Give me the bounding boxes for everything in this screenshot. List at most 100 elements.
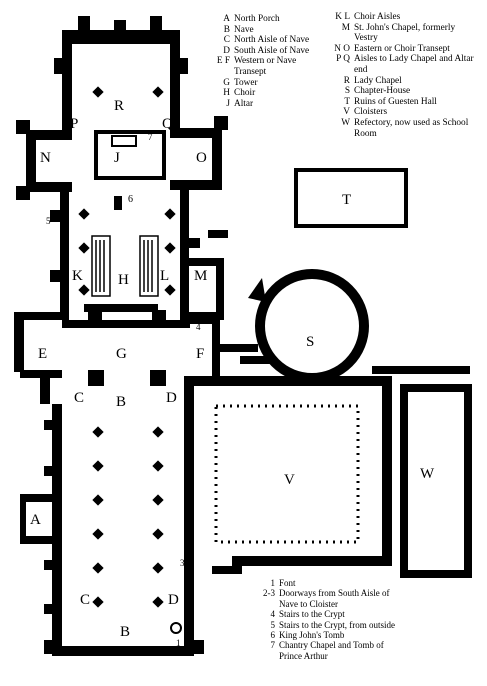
legend-key (316, 129, 354, 140)
legend-entry: P Q Aisles to Lady Chapel and Altar (316, 54, 486, 65)
legend-key: M (341, 22, 350, 33)
legend-text: South Aisle of Nave (234, 45, 310, 56)
wall-transept-s (170, 180, 222, 190)
legend-text: Altar (234, 98, 254, 109)
wall-cloister-north (192, 376, 392, 386)
plan-label-B: B (116, 394, 126, 410)
legend-text: Prince Arthur (279, 650, 328, 661)
plan-label-J: J (114, 150, 120, 166)
nave-pier (92, 562, 104, 574)
nave-pier (152, 494, 164, 506)
wall-lady-chapel-west-side (62, 40, 72, 130)
plan-label-R: R (114, 98, 124, 114)
choir-pier (152, 86, 164, 98)
wall-buttress (44, 604, 54, 614)
wall-transept-n (26, 130, 36, 190)
choir-pier (164, 284, 176, 296)
altar (111, 135, 137, 147)
nave-pier (92, 426, 104, 438)
wall-refectory (400, 384, 472, 392)
legend-text: Aisles to Lady Chapel and Altar (354, 54, 474, 65)
wall-nave-transept (184, 316, 218, 324)
wall-buttress (44, 560, 54, 570)
legend-text: Vestry (354, 33, 378, 44)
wall-buttress (44, 420, 54, 430)
wall-buttress (44, 640, 56, 654)
legend-entry: Transept (198, 67, 324, 78)
legend-entry: Vestry (316, 33, 486, 44)
wall-transept-s (170, 128, 220, 138)
wall-buttress (50, 270, 62, 282)
font-marker (170, 622, 182, 634)
wall-refectory (400, 384, 408, 578)
legend-key: G (223, 77, 230, 88)
plan-label-L: L (160, 268, 169, 284)
wall-buttress (214, 116, 228, 130)
plan-label-Q: Q (162, 116, 173, 132)
legend-entry: G Tower (198, 78, 324, 89)
choir-pier (164, 242, 176, 254)
plan-label-P: P (70, 116, 78, 132)
wall-cloister-east (382, 376, 392, 566)
wall-buttress (186, 238, 200, 248)
wall-slype (218, 344, 258, 352)
guesten-hall (294, 168, 408, 228)
wall-st-johns-chapel (188, 258, 224, 266)
wall-nave-transept (212, 316, 220, 376)
choir-pier (92, 86, 104, 98)
wall-north-porch (20, 536, 52, 544)
wall-buttress (178, 58, 188, 74)
plan-label-F: F (196, 346, 204, 362)
legend-key: 6 (270, 630, 276, 641)
wall-buttress (114, 20, 126, 42)
legend-text: Tower (234, 77, 258, 88)
wall-buttress (44, 466, 54, 476)
wall-north-porch (20, 494, 26, 544)
legend-key (316, 65, 354, 76)
wall-nave-north-upper (40, 376, 50, 404)
choir-pier (78, 208, 90, 220)
choir-pier (78, 284, 90, 296)
legend-key: D (223, 45, 230, 56)
plan-label-D: D (168, 592, 179, 608)
nave-pier (92, 460, 104, 472)
legend-text: Chantry Chapel and Tomb of (279, 640, 384, 651)
legend-text: Ruins of Guesten Hall (354, 96, 437, 107)
wall-choir-north (60, 190, 69, 320)
pier-tower (150, 370, 166, 386)
wall-st-johns-chapel (216, 258, 224, 318)
king-johns-tomb (114, 196, 122, 210)
wall-nave-transept (14, 312, 64, 320)
legend-key: E F (216, 56, 230, 67)
plan-number-1: 1 (176, 638, 181, 648)
nave-pier (152, 426, 164, 438)
wall-cloister-north-ext (372, 366, 470, 374)
legend-entry: Nave to Cloister (253, 599, 485, 609)
legend-text: Stairs to the Crypt, from outside (279, 619, 395, 630)
plan-label-D: D (166, 390, 177, 406)
plan-number-2: 2 (184, 394, 189, 404)
wall-nave-north-upper (20, 370, 62, 378)
legend-text: Choir Aisles (354, 12, 401, 22)
plan-number-6: 6 (128, 194, 133, 205)
legend-key: 4 (270, 609, 276, 620)
plan-number-4: 4 (196, 322, 201, 332)
legend-key: V (343, 107, 350, 118)
wall-nave-west (52, 646, 194, 656)
plan-label-K: K (72, 268, 83, 284)
legend-text: Refectory, now used as School (354, 117, 469, 128)
wall-nave-south (184, 376, 194, 654)
legend-key: P Q (336, 54, 350, 65)
nave-pier (92, 494, 104, 506)
